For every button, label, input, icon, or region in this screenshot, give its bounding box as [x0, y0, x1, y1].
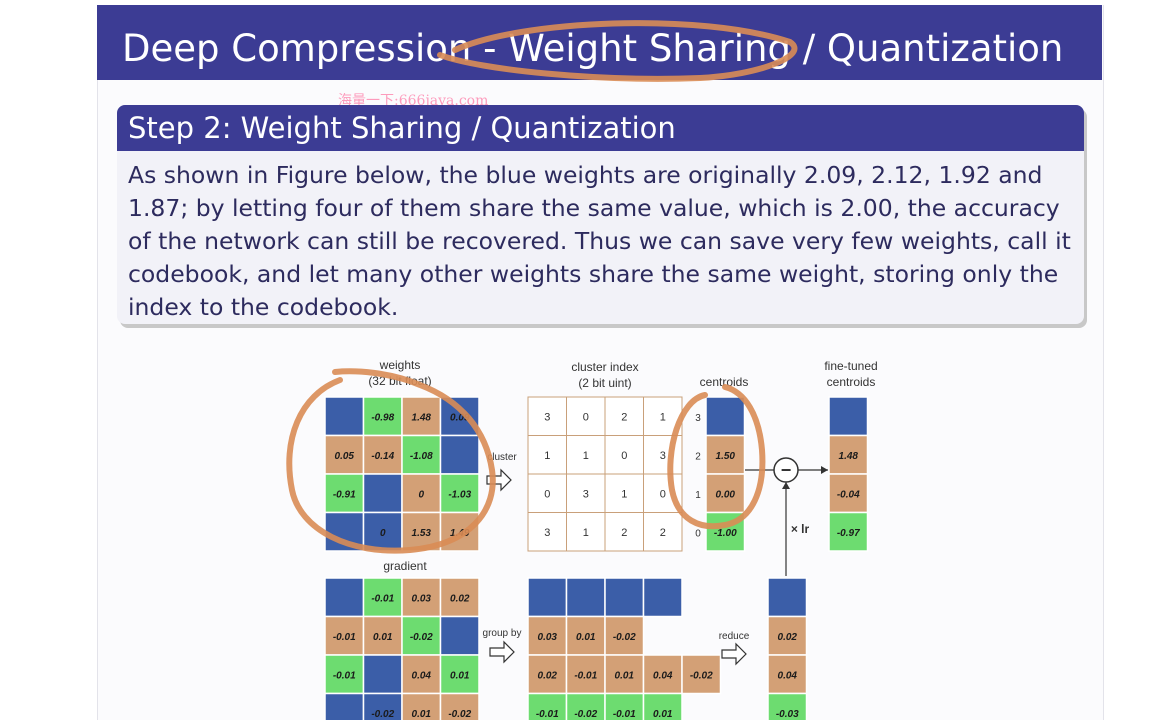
content-block-text: As shown in Figure below, the blue weigh…	[128, 161, 1071, 321]
content-block-title: Step 2: Weight Sharing / Quantization	[128, 111, 676, 145]
slide-title: Deep Compression - Weight Sharing / Quan…	[122, 27, 1064, 70]
content-block-header	[117, 105, 1084, 151]
